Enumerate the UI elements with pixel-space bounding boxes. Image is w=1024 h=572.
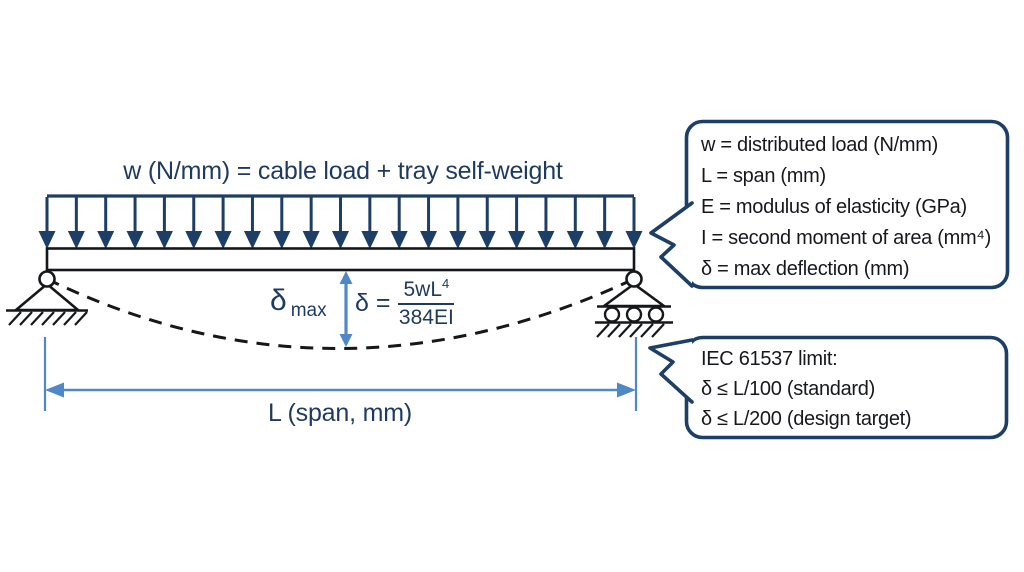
formula-lhs: δ = (355, 288, 391, 317)
legend-line: w = distributed load (N/mm) (701, 134, 938, 156)
limit-line: δ ≤ L/200 (design target) (701, 408, 912, 430)
pin-hinge-icon (38, 270, 56, 288)
deflection-formula: δ = 5wL4 384EI (355, 276, 455, 330)
arrow-down-icon (339, 334, 353, 347)
load-arrow-icon (214, 231, 232, 249)
delta-subscript: max (290, 300, 327, 321)
deflection-arrow (339, 271, 353, 347)
hatch-line (607, 323, 621, 338)
hatch-line (8, 311, 22, 326)
load-arrow-icon (243, 231, 261, 249)
distributed-load-label: w (N/mm) = cable load + tray self-weight (123, 157, 563, 185)
load-arrow-icon (97, 231, 115, 249)
hatch-line (640, 323, 654, 338)
hatch-line (629, 323, 643, 338)
span-dimension-label: L (span, mm) (268, 399, 412, 427)
arrow-left-icon (45, 382, 64, 398)
load-arrow-icon (537, 231, 555, 249)
formula-denominator: 384EI (398, 306, 454, 329)
load-arrow-icon (449, 231, 467, 249)
hatch-line (74, 311, 88, 326)
distributed-load (38, 194, 643, 249)
hatch-line (618, 323, 632, 338)
limit-heading: IEC 61537 limit: (701, 348, 838, 370)
limit-callout-tail (648, 338, 694, 404)
load-arrow-icon (67, 231, 85, 249)
load-arrow-icon (390, 231, 408, 249)
limit-callout-text: IEC 61537 limit: δ ≤ L/100 (standard) δ … (701, 344, 912, 434)
legend-callout-box (684, 119, 1010, 290)
roller-wheel-icon (647, 306, 665, 323)
limit-line: δ ≤ L/100 (standard) (701, 378, 875, 400)
ground-hatching-right (596, 323, 665, 338)
span-dimension (43, 337, 638, 411)
arrow-right-icon (617, 382, 636, 398)
hatch-line (651, 323, 665, 338)
load-arrow-icon (185, 231, 203, 249)
arrow-up-icon (339, 271, 353, 284)
hatch-line (19, 311, 33, 326)
roller-support-right (595, 270, 673, 338)
hatch-line (596, 323, 610, 338)
pin-support-left (6, 270, 88, 326)
delta-symbol: δ (270, 284, 287, 317)
load-arrow-icon (126, 231, 144, 249)
hatch-line (30, 311, 44, 326)
load-arrow-icon (273, 231, 291, 249)
load-arrow-icon (420, 231, 438, 249)
formula-fraction: 5wL4 384EI (398, 276, 455, 330)
legend-line: I = second moment of area (mm⁴) (701, 227, 991, 249)
formula-numerator-base: 5wL (403, 278, 442, 301)
load-arrow-icon (38, 231, 56, 249)
legend-line: δ = max deflection (mm) (701, 258, 910, 280)
legend-callout-tail (649, 201, 694, 288)
roller-wheel-icon (625, 306, 643, 323)
load-arrow-icon (332, 231, 349, 249)
load-arrows (38, 197, 643, 249)
legend-callout-text: w = distributed load (N/mm) L = span (mm… (701, 130, 991, 285)
load-arrow-icon (625, 231, 643, 249)
legend-line: L = span (mm) (701, 165, 826, 187)
roller-hinge-icon (625, 270, 643, 288)
load-arrow-icon (596, 231, 614, 249)
hatch-line (63, 311, 77, 326)
deflection-curve (46, 277, 635, 350)
ground-hatching-left (8, 311, 88, 326)
load-arrow-icon (155, 231, 173, 249)
load-arrow-icon (478, 231, 496, 249)
load-arrow-icon (566, 231, 584, 249)
legend-line: E = modulus of elasticity (GPa) (701, 196, 967, 218)
roller-wheel-icon (603, 306, 621, 323)
beam (45, 247, 636, 272)
load-arrow-icon (361, 231, 379, 249)
hatch-line (52, 311, 66, 326)
formula-exponent: 4 (442, 276, 450, 291)
load-arrow-icon (302, 231, 320, 249)
formula-numerator: 5wL4 (398, 276, 455, 305)
load-arrow-icon (508, 231, 526, 249)
hatch-line (41, 311, 55, 326)
